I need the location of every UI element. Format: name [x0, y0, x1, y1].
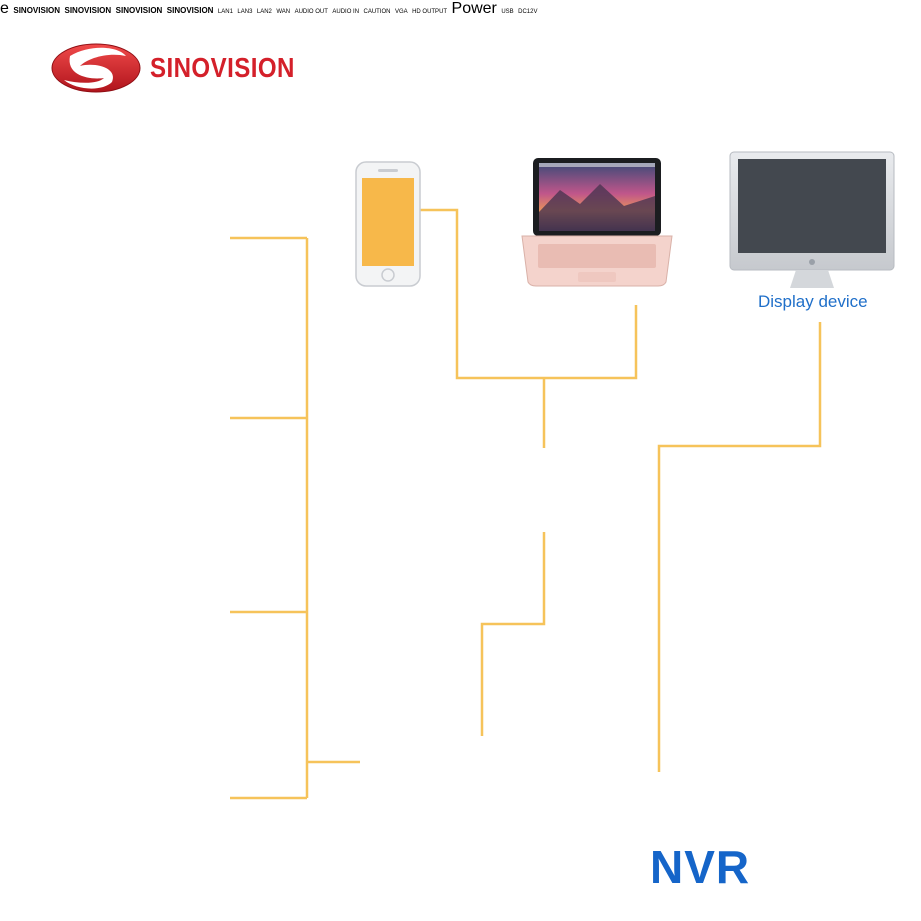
caution-sticker: CAUTION [363, 0, 394, 17]
dc-power-jack: DC12V [518, 0, 537, 17]
camera-4: SINOVISION [167, 0, 218, 17]
usb-ports: USB [501, 0, 518, 17]
camera-3: SINOVISION [116, 0, 167, 17]
monitor-icon [729, 151, 895, 288]
dc12v-label: DC12V [518, 9, 538, 15]
caution-label: CAUTION [363, 9, 391, 15]
vga-port: VGA [395, 0, 412, 17]
vga-label: VGA [394, 9, 408, 15]
smartphone-icon [355, 161, 421, 287]
hd-output-label: HD OUTPUT [412, 9, 448, 15]
nvr-device: LAN1 LAN3 LAN2 WAN AUDIO OUT AUDIO IN CA… [218, 0, 538, 17]
hd-output-port: HD OUTPUT [412, 0, 451, 17]
lan2-label: LAN2 [256, 9, 272, 15]
camera-brand: SINOVISION [166, 6, 214, 15]
camera-2: SINOVISION [65, 0, 116, 17]
connection-lines [230, 208, 822, 800]
wan-label: WAN [276, 9, 291, 15]
brand-name: SINOVISION [150, 52, 295, 83]
lan3-label: LAN3 [237, 9, 253, 15]
lan1-label: LAN1 [217, 9, 233, 15]
camera-brand: SINOVISION [13, 6, 61, 15]
nvr-label: NVR [650, 841, 751, 893]
internet-explorer-icon: e [0, 0, 9, 17]
audio-out-label: AUDIO OUT [294, 9, 328, 15]
laptop-icon [521, 158, 673, 287]
camera-1: SINOVISION [13, 0, 64, 17]
camera-brand: SINOVISION [115, 6, 163, 15]
power-label: Power [451, 0, 497, 17]
usb-label: USB [501, 9, 514, 15]
camera-brand: SINOVISION [64, 6, 112, 15]
audio-ports: AUDIO OUT AUDIO IN [295, 0, 364, 17]
sinovision-logo [51, 43, 141, 93]
audio-in-label: AUDIO IN [332, 9, 360, 15]
display-device-label: Display device [758, 292, 868, 311]
lan-ports: LAN1 LAN3 LAN2 WAN [218, 0, 295, 17]
